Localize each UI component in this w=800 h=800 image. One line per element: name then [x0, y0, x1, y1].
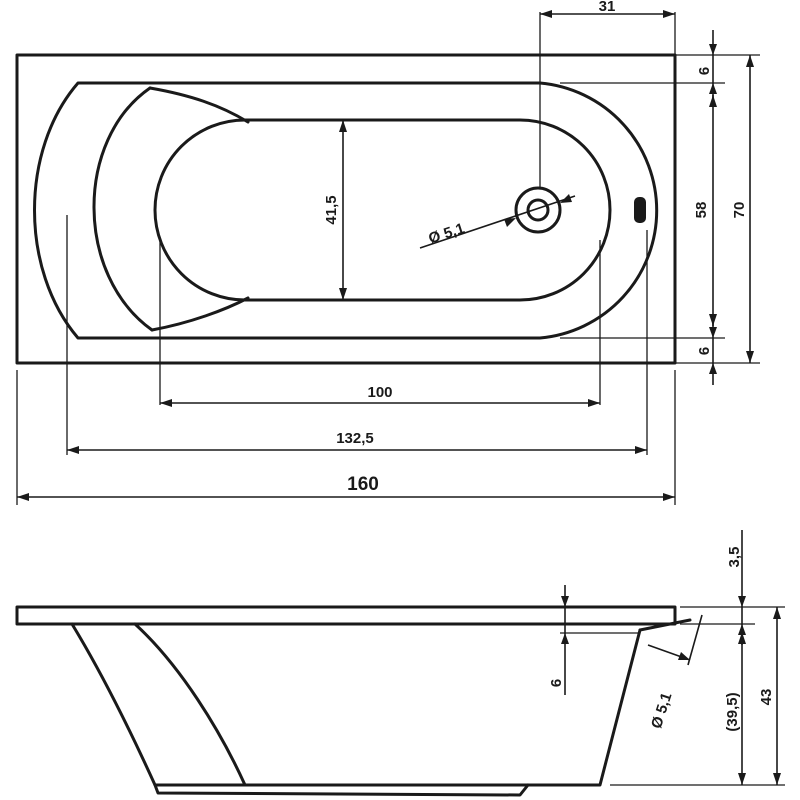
dim-depth-below-rim-label: (39,5) — [724, 692, 741, 731]
dim-depth-below-rim: (39,5) — [724, 632, 746, 785]
headrest-curve-outer — [92, 86, 154, 332]
dim-rim-bottom: 6 — [696, 315, 717, 385]
dim-total-height: 43 — [758, 607, 781, 785]
dim-bottom-length: 100 — [160, 384, 600, 407]
side-drain-bump — [153, 783, 530, 797]
headrest-lower-contour — [150, 296, 250, 332]
side-view: 6 Ø 5,1 3,5 (39,5) 43 — [15, 530, 785, 797]
tub-outer-rim — [15, 53, 677, 365]
dim-drain-diameter: Ø 5,1 — [419, 194, 576, 249]
side-seat-curve — [133, 622, 247, 787]
side-rim — [15, 605, 677, 626]
dim-overall-width: 70 — [731, 55, 754, 363]
dim-rim-top: 6 — [696, 30, 717, 100]
dim-rim-bottom-label: 6 — [696, 347, 713, 355]
dim-inner-total-width: 58 — [693, 95, 717, 326]
headrest-upper-contour — [148, 86, 250, 124]
dim-drain-offset-label: 31 — [599, 0, 616, 15]
dim-overall-length-label: 160 — [347, 474, 379, 495]
dim-inner-width-label: 41,5 — [323, 195, 340, 224]
dim-overflow-depth: 6 — [548, 585, 569, 695]
dim-rim-top-label: 6 — [696, 67, 713, 75]
tub-inner-basin — [33, 81, 659, 340]
dim-inner-total-width-label: 58 — [693, 202, 710, 219]
dim-rim-thickness-label: 3,5 — [726, 547, 743, 568]
dim-rim-thickness: 3,5 — [726, 530, 746, 645]
overflow-outlet — [634, 197, 646, 223]
dim-bottom-length-label: 100 — [367, 384, 392, 401]
side-overflow-stub — [638, 618, 692, 632]
top-view: 31 6 58 6 70 — [15, 0, 760, 505]
tub-bottom-floor — [153, 118, 612, 302]
dim-drain-diameter-label: Ø 5,1 — [427, 220, 467, 248]
dim-drain-offset: 31 — [540, 0, 675, 18]
dim-overflow-depth-label: 6 — [548, 679, 565, 687]
drain-inner-ring — [526, 198, 550, 222]
dim-overall-width-label: 70 — [731, 202, 748, 219]
dim-inner-width: 41,5 — [323, 120, 347, 300]
drain-outer-ring — [514, 186, 562, 234]
dim-overall-length: 160 — [17, 474, 675, 501]
dim-inner-length: 132,5 — [67, 430, 647, 454]
dim-overflow-diameter-label: Ø 5,1 — [648, 691, 676, 731]
dim-inner-length-label: 132,5 — [336, 430, 374, 447]
dim-total-height-label: 43 — [758, 689, 775, 706]
dim-overflow-diameter: Ø 5,1 — [647, 614, 703, 731]
